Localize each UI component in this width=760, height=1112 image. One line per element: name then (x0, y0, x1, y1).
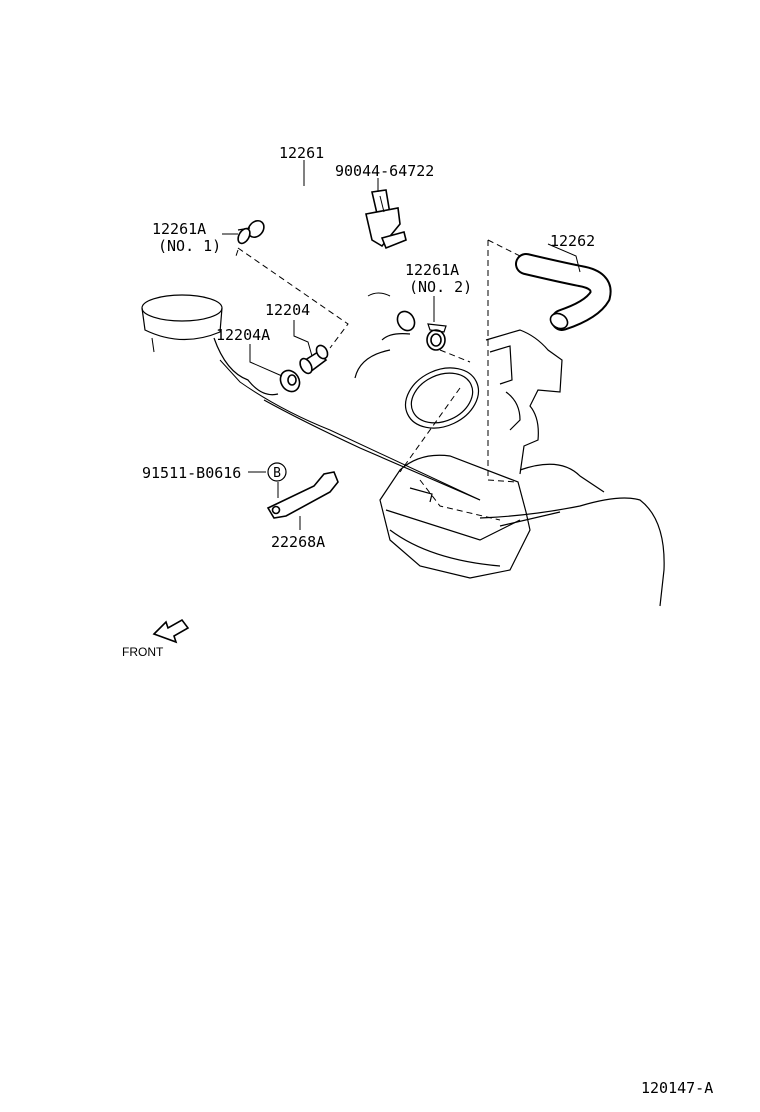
label-12204: 12204 (265, 301, 310, 319)
label-12261: 12261 (279, 144, 324, 162)
callout-b-icon: B (267, 462, 287, 482)
figure-code: 120147-A (641, 1079, 713, 1097)
label-90044-64722: 90044-64722 (335, 162, 434, 180)
dashed-leaders (235, 239, 529, 521)
label-12261a-no1: 12261A (152, 220, 206, 238)
clip-12261a-no2[interactable] (426, 323, 447, 351)
label-22268a: 22268A (271, 533, 325, 551)
hose-12261[interactable] (245, 183, 418, 334)
label-12262: 12262 (550, 232, 595, 250)
front-arrow-icon (152, 618, 190, 644)
label-12261a-no2-sub: (NO. 2) (409, 278, 472, 296)
engine-outline (141, 294, 665, 607)
label-12261a-no1-sub: (NO. 1) (158, 237, 221, 255)
bracket-90044[interactable] (365, 189, 407, 250)
bracket-22268a[interactable] (266, 471, 339, 519)
clip-12261a-no1[interactable] (236, 227, 253, 246)
front-label: FRONT (122, 645, 164, 659)
label-12261a-no2: 12261A (405, 261, 459, 279)
label-leaders (222, 160, 581, 530)
svg-text:B: B (273, 466, 281, 481)
part-labels: 12261 90044-64722 12261A (NO. 1) 12262 1… (142, 144, 595, 551)
pcv-valve-12204[interactable] (298, 343, 330, 375)
label-91511-b0616: 91511-B0616 (142, 464, 241, 482)
hose-12262[interactable] (515, 253, 612, 332)
label-12204a: 12204A (216, 326, 270, 344)
grommet-12204a[interactable] (277, 367, 304, 395)
